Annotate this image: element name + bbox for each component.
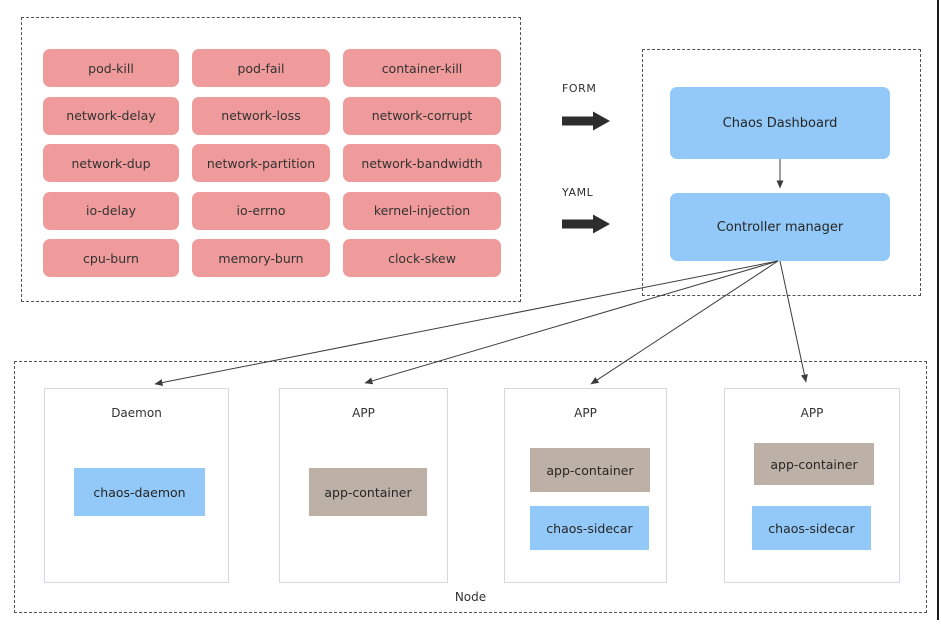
- pod-app-3: APP app-container chaos-sidecar: [724, 388, 900, 583]
- experiment-network-dup: network-dup: [43, 144, 179, 182]
- pod-app-1: APP app-container: [279, 388, 448, 583]
- controller-manager-node: Controller manager: [670, 193, 890, 261]
- experiment-container-kill: container-kill: [343, 49, 501, 87]
- experiment-pod-kill: pod-kill: [43, 49, 179, 87]
- experiment-cpu-burn: cpu-burn: [43, 239, 179, 277]
- chaos-sidecar-container: chaos-sidecar: [530, 506, 649, 550]
- experiments-panel: pod-kill pod-fail container-kill network…: [21, 17, 521, 302]
- yaml-label: YAML: [562, 186, 594, 199]
- pod-title: APP: [800, 406, 824, 420]
- chaos-sidecar-container: chaos-sidecar: [752, 506, 871, 550]
- app-container: app-container: [530, 448, 650, 492]
- control-plane-panel: Chaos Dashboard Controller manager: [642, 49, 921, 296]
- node-label: Node: [454, 590, 487, 604]
- chaos-daemon-container: chaos-daemon: [74, 468, 205, 516]
- experiments-grid: pod-kill pod-fail container-kill network…: [43, 49, 501, 277]
- experiment-memory-burn: memory-burn: [192, 239, 330, 277]
- experiment-io-errno: io-errno: [192, 191, 330, 230]
- app-container: app-container: [309, 468, 427, 516]
- experiment-network-bandwidth: network-bandwidth: [343, 144, 501, 182]
- pod-app-2: APP app-container chaos-sidecar: [504, 388, 667, 583]
- experiment-network-partition: network-partition: [192, 144, 330, 182]
- experiment-pod-fail: pod-fail: [192, 49, 330, 87]
- experiment-network-corrupt: network-corrupt: [343, 96, 501, 135]
- pod-title: APP: [574, 406, 597, 420]
- experiment-clock-skew: clock-skew: [343, 239, 501, 277]
- pod-title: Daemon: [111, 406, 162, 420]
- app-container: app-container: [754, 443, 874, 485]
- node-panel: Daemon chaos-daemon APP app-container AP…: [14, 361, 927, 613]
- experiment-io-delay: io-delay: [43, 191, 179, 230]
- experiment-kernel-injection: kernel-injection: [343, 191, 501, 230]
- arrow-right-icon: [562, 214, 610, 234]
- pod-daemon: Daemon chaos-daemon: [44, 388, 229, 583]
- pod-title: APP: [352, 406, 375, 420]
- experiment-network-loss: network-loss: [192, 96, 330, 135]
- experiment-network-delay: network-delay: [43, 96, 179, 135]
- form-label: FORM: [562, 82, 597, 95]
- chaos-dashboard-node: Chaos Dashboard: [670, 87, 890, 159]
- arrow-right-icon: [562, 111, 610, 131]
- window-edge-line: [937, 0, 939, 620]
